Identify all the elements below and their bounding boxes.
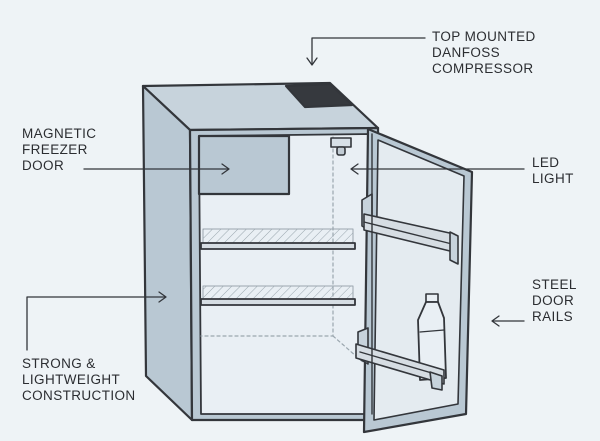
construction-leader-line: [26, 296, 166, 351]
freezer-label-line-1: MAGNETIC: [22, 126, 97, 141]
construction-label-line-1: STRONG &: [22, 356, 96, 371]
led-label-line-2: LIGHT: [532, 171, 574, 186]
lower-glass-shelf: [200, 285, 356, 306]
freezer-arrow-icon: [221, 163, 230, 175]
led-light-label: LED LIGHT: [532, 155, 574, 187]
compressor-arrow-icon: [306, 57, 318, 66]
rails-label-line-2: DOOR: [532, 293, 575, 308]
led-label-line-1: LED: [532, 155, 560, 170]
led-light-fixture: [330, 137, 352, 156]
upper-glass-shelf: [200, 228, 356, 250]
freezer-door-label: MAGNETIC FREEZER DOOR: [22, 126, 96, 174]
compressor-label-line-2: DANFOSS: [432, 45, 501, 60]
freezer-label-line-2: FREEZER: [22, 142, 88, 157]
water-bottle: [417, 293, 447, 381]
led-arrow-icon: [350, 163, 359, 175]
freezer-label-line-3: DOOR: [22, 158, 65, 173]
rails-label-line-3: RAILS: [532, 309, 574, 324]
compressor-leader-line: [311, 37, 426, 65]
construction-arrow-icon: [158, 291, 167, 303]
rails-label-line-1: STEEL: [532, 277, 577, 292]
construction-label-line-2: LIGHTWEIGHT: [22, 372, 121, 387]
construction-label-line-3: CONSTRUCTION: [22, 388, 136, 403]
steel-door-rails-label: STEEL DOOR RAILS: [532, 277, 577, 325]
compressor-label: TOP MOUNTED DANFOSS COMPRESSOR: [432, 29, 536, 77]
compressor-label-line-1: TOP MOUNTED: [432, 29, 536, 44]
fridge-side-panel: [141, 84, 194, 422]
rails-arrow-icon: [491, 315, 500, 327]
compressor-label-line-3: COMPRESSOR: [432, 61, 534, 76]
construction-label: STRONG & LIGHTWEIGHT CONSTRUCTION: [22, 356, 136, 404]
upper-steel-door-rail: [361, 193, 459, 265]
compressor-unit: [284, 82, 354, 109]
freezer-door: [197, 134, 291, 196]
lower-steel-door-rail: [355, 327, 445, 391]
